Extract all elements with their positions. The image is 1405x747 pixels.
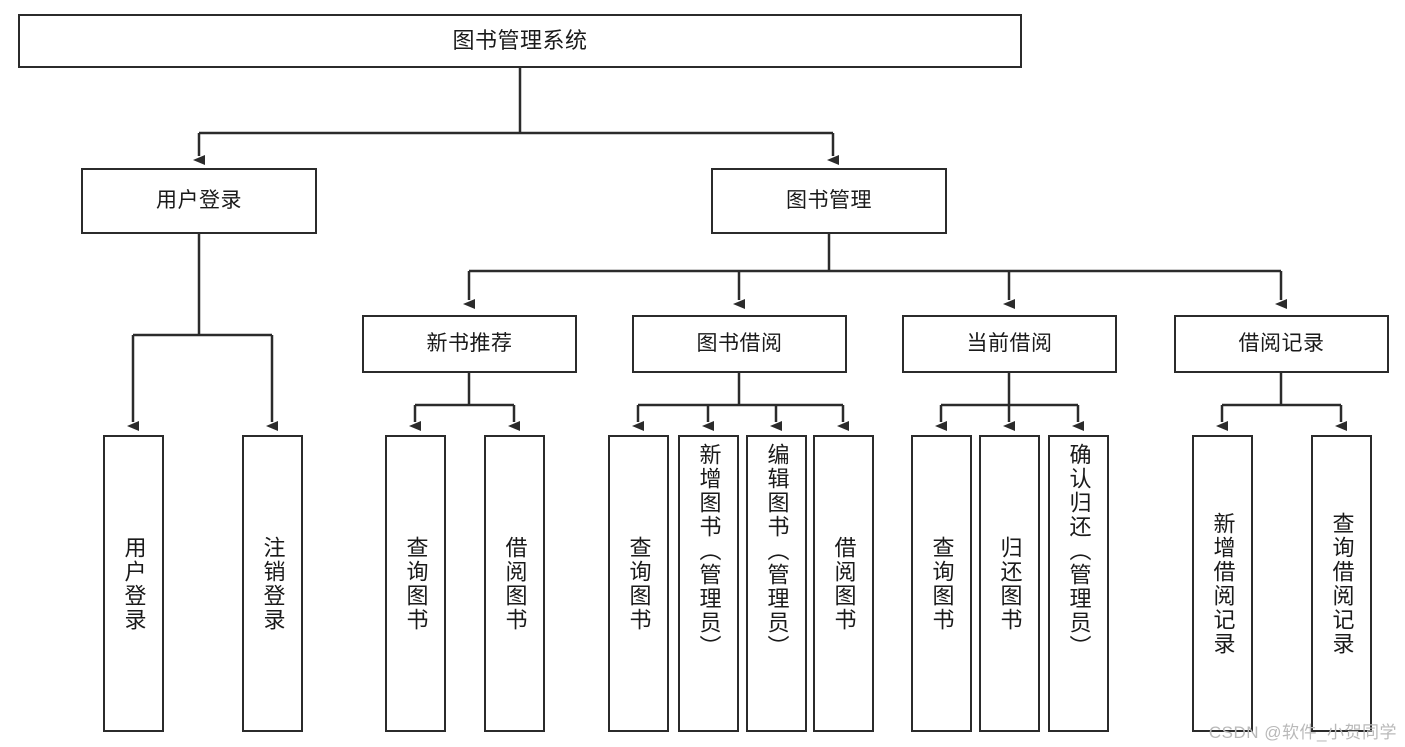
node-label: 新书推荐	[426, 331, 513, 355]
leaf-query-borrow-record[interactable]: 查询借阅记录	[1311, 435, 1372, 732]
node-label: 注销登录	[260, 535, 286, 632]
leaf-query-book-borrow[interactable]: 查询图书	[608, 435, 669, 732]
node-new-book-recommend[interactable]: 新书推荐	[362, 315, 577, 373]
node-user-login[interactable]: 用户登录	[81, 168, 317, 234]
node-label: 用户登录	[156, 188, 242, 212]
node-label: 查询图书	[929, 535, 955, 632]
leaf-confirm-return-admin[interactable]: 确认归还（管理员）	[1048, 435, 1109, 732]
node-borrow-record[interactable]: 借阅记录	[1174, 315, 1389, 373]
node-label: 新增图书（管理员）	[696, 443, 722, 659]
node-label: 借阅图书	[831, 535, 857, 632]
node-label: 新增借阅记录	[1210, 511, 1236, 656]
leaf-borrow-book-recommend[interactable]: 借阅图书	[484, 435, 545, 732]
node-label: 图书借阅	[696, 331, 783, 355]
node-label: 用户登录	[121, 535, 147, 632]
node-current-borrow[interactable]: 当前借阅	[902, 315, 1117, 373]
leaf-query-book-recommend[interactable]: 查询图书	[385, 435, 446, 732]
leaf-return-book[interactable]: 归还图书	[979, 435, 1040, 732]
node-label: 查询图书	[626, 535, 652, 632]
node-label: 借阅记录	[1238, 331, 1325, 355]
leaf-borrow-book[interactable]: 借阅图书	[813, 435, 874, 732]
leaf-query-book-current[interactable]: 查询图书	[911, 435, 972, 732]
node-label: 确认归还（管理员）	[1066, 443, 1092, 659]
node-label: 编辑图书（管理员）	[764, 443, 790, 659]
node-label: 归还图书	[997, 535, 1023, 632]
node-label: 查询图书	[403, 535, 429, 632]
node-label: 当前借阅	[966, 331, 1053, 355]
node-book-management[interactable]: 图书管理	[711, 168, 947, 234]
node-label: 图书管理	[786, 188, 872, 212]
node-label: 借阅图书	[502, 535, 528, 632]
leaf-edit-book-admin[interactable]: 编辑图书（管理员）	[746, 435, 807, 732]
node-label: 图书管理系统	[452, 28, 588, 54]
node-label: 查询借阅记录	[1329, 511, 1355, 656]
node-root-book-management-system[interactable]: 图书管理系统	[18, 14, 1022, 68]
leaf-user-login[interactable]: 用户登录	[103, 435, 164, 732]
leaf-add-borrow-record[interactable]: 新增借阅记录	[1192, 435, 1253, 732]
node-book-borrow[interactable]: 图书借阅	[632, 315, 847, 373]
leaf-logout-login[interactable]: 注销登录	[242, 435, 303, 732]
watermark-text: CSDN @软件_小贺同学	[1208, 723, 1397, 742]
leaf-add-book-admin[interactable]: 新增图书（管理员）	[678, 435, 739, 732]
